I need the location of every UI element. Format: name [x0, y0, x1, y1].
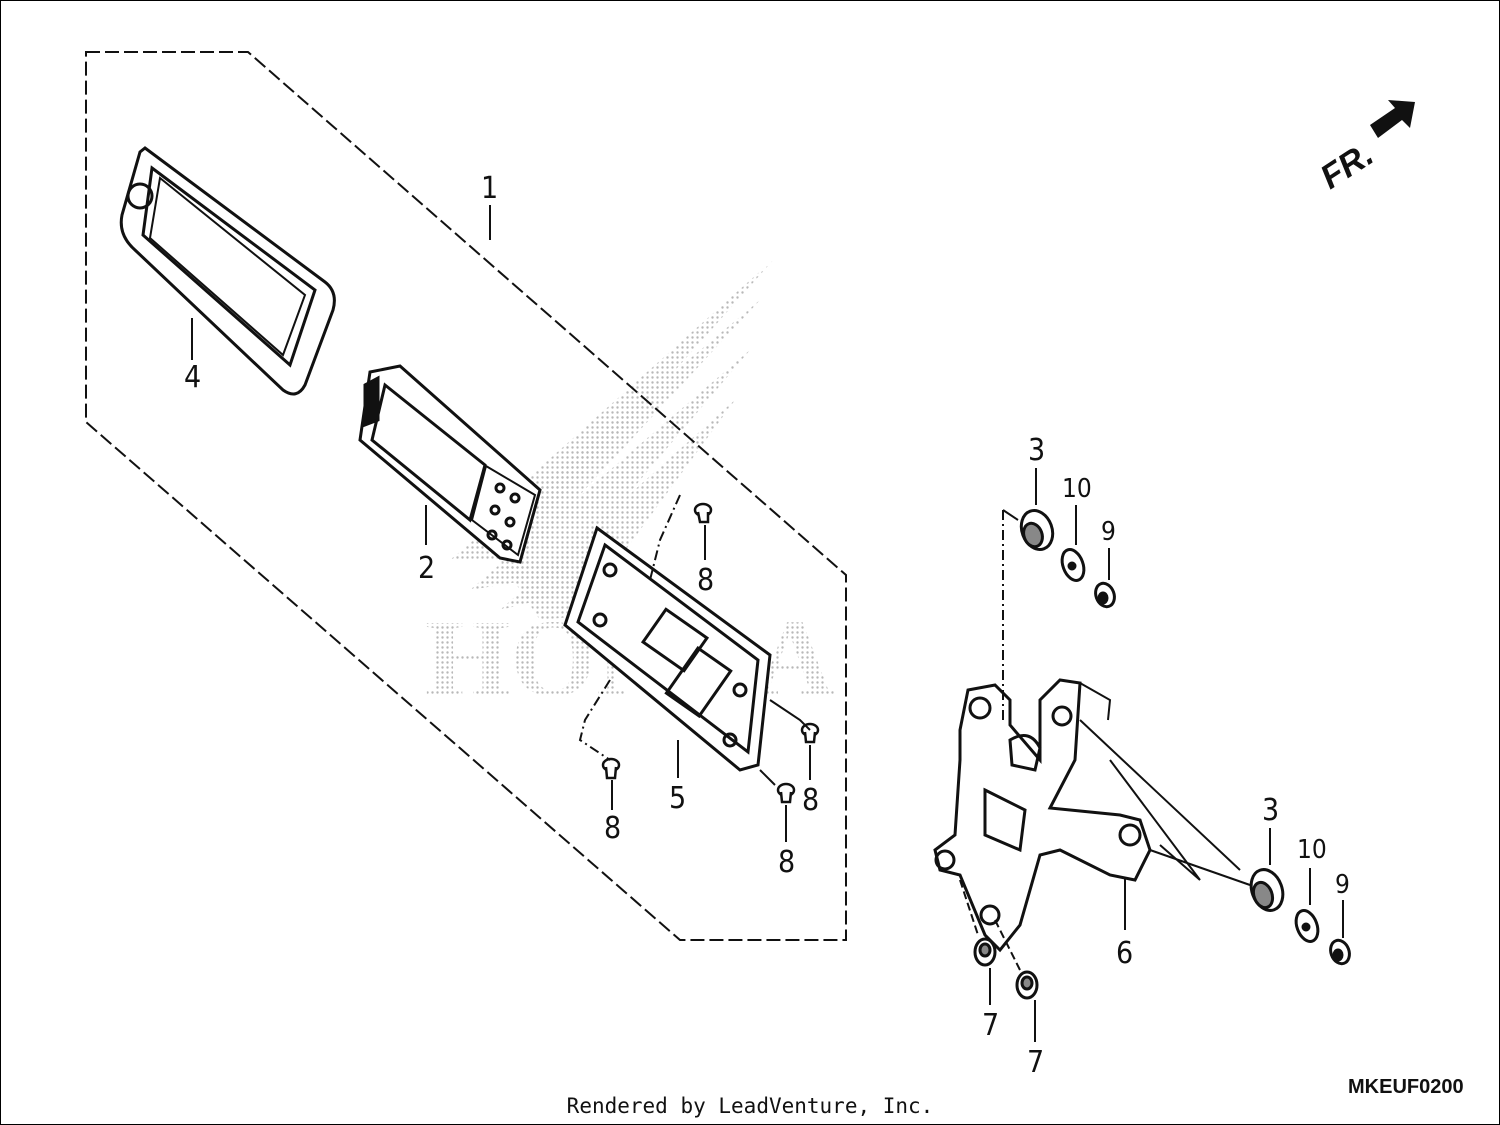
assembly-group-boundary [85, 51, 847, 941]
callout-5: 5 [669, 781, 686, 816]
callout-9-upper: 9 [1101, 517, 1116, 547]
callout-9-lower: 9 [1335, 870, 1350, 900]
bolt-8-left [601, 757, 621, 780]
bolt-7-right [1015, 970, 1039, 1000]
bolt-8-bottom [776, 782, 796, 804]
drawing-code: MKEUF0200 [1348, 1076, 1464, 1098]
callout-8-top: 8 [697, 563, 714, 598]
direction-label: FR. [1314, 135, 1381, 197]
washer-10-lower [1294, 909, 1320, 943]
callout-3-upper: 3 [1028, 433, 1045, 468]
callout-8-left: 8 [604, 811, 621, 846]
bolt-7-left [973, 937, 997, 967]
rubber-grommet-3-upper [1019, 509, 1055, 551]
callout-3-lower: 3 [1262, 793, 1279, 828]
bolt-8-top [693, 502, 713, 524]
rubber-grommet-3-lower [1249, 868, 1285, 912]
part-meter-cover [119, 146, 336, 396]
part-mounting-bracket [933, 678, 1152, 953]
callout-labels: 1 2 3 3 4 5 6 7 7 8 8 8 8 9 9 10 10 [184, 171, 1350, 1080]
callout-1: 1 [481, 171, 498, 206]
callout-10-upper: 10 [1062, 474, 1092, 504]
leader-lines [191, 205, 1344, 1042]
callout-10-lower: 10 [1297, 835, 1327, 865]
part-display-unit [358, 364, 542, 564]
part-meter-case [563, 525, 772, 772]
callout-8-bottom: 8 [778, 845, 795, 880]
front-direction-arrow: FR. [1314, 100, 1415, 197]
callout-7-left: 7 [982, 1008, 999, 1043]
callout-8-right: 8 [802, 783, 819, 818]
bolt-8-right [800, 722, 820, 744]
footer-credit: Rendered by LeadVenture, Inc. [567, 1094, 934, 1118]
callout-2: 2 [418, 551, 435, 586]
callout-6: 6 [1116, 936, 1133, 971]
callout-7-right: 7 [1027, 1045, 1044, 1080]
nut-9-lower [1329, 938, 1351, 966]
callout-4: 4 [184, 360, 201, 395]
nut-9-upper [1094, 581, 1116, 609]
washer-10-upper [1060, 548, 1086, 582]
